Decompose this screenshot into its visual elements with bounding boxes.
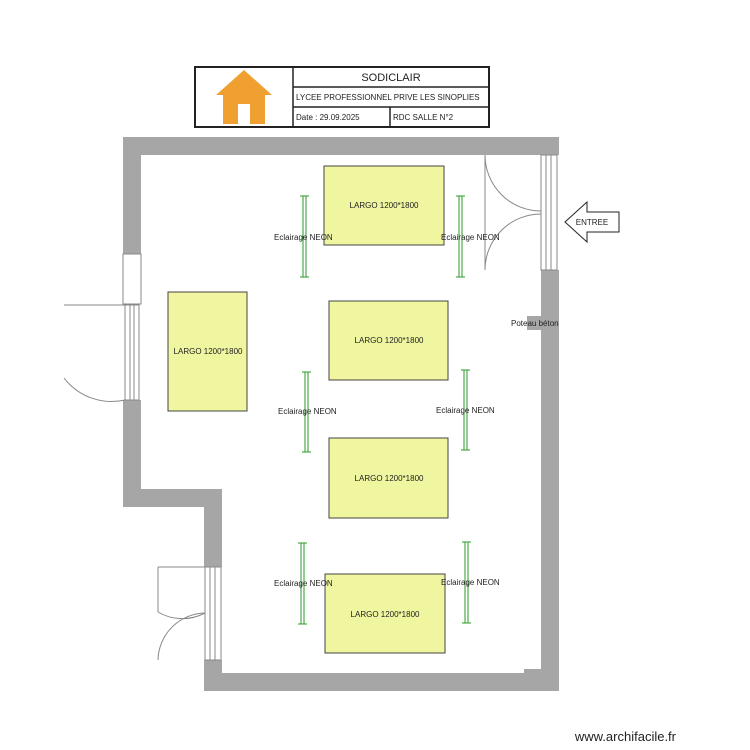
wall-left-upper	[123, 137, 141, 254]
post-label: Poteau béton	[511, 319, 559, 328]
neon-light	[298, 542, 307, 625]
company-name: SODICLAIR	[361, 72, 420, 84]
entrance-label: ENTREE	[576, 218, 608, 227]
watermark: www.archifacile.fr	[574, 729, 677, 744]
wall-top	[123, 137, 559, 155]
neon-light	[300, 195, 309, 278]
walls	[123, 137, 559, 691]
light-labels: Eclairage NEON Eclairage NEON Eclairage …	[274, 233, 500, 588]
table-label: LARGO 1200*1800	[355, 336, 424, 345]
neon-light	[462, 541, 471, 624]
light-label: Eclairage NEON	[278, 407, 337, 416]
door-bottom-left	[157, 566, 222, 661]
project-name: LYCEE PROFESSIONNEL PRIVE LES SINOPLIES	[296, 93, 480, 102]
table-label: LARGO 1200*1800	[355, 474, 424, 483]
light-label: Eclairage NEON	[274, 233, 333, 242]
table-label: LARGO 1200*1800	[351, 610, 420, 619]
wall-inner-left	[204, 489, 222, 567]
light-label: Eclairage NEON	[441, 578, 500, 587]
tables: LARGO 1200*1800 LARGO 1200*1800 LARGO 12…	[167, 165, 449, 654]
light-label: Eclairage NEON	[436, 406, 495, 415]
wall-right	[541, 270, 559, 691]
wall-step	[123, 489, 221, 507]
neon-light	[456, 195, 465, 278]
table-label: LARGO 1200*1800	[350, 201, 419, 210]
entrance-arrow-icon: ENTREE	[564, 200, 620, 244]
house-logo-icon	[216, 70, 272, 124]
window-left	[122, 253, 142, 305]
table: LARGO 1200*1800	[323, 165, 445, 246]
concrete-post	[527, 316, 545, 330]
wall-bottom	[204, 673, 559, 691]
light-label: Eclairage NEON	[441, 233, 500, 242]
neon-light	[302, 371, 311, 453]
light-label: Eclairage NEON	[274, 579, 333, 588]
table: LARGO 1200*1800	[328, 300, 449, 381]
lights	[298, 195, 471, 625]
table: LARGO 1200*1800	[328, 437, 449, 519]
room-name: RDC SALLE N°2	[393, 113, 454, 122]
door-left-upper	[63, 304, 140, 402]
table: LARGO 1200*1800	[167, 291, 248, 412]
wall-corner-detail	[524, 669, 542, 673]
plan-date: Date : 29.09.2025	[296, 113, 360, 122]
table: LARGO 1200*1800	[324, 573, 446, 654]
neon-light	[461, 369, 470, 451]
table-label: LARGO 1200*1800	[174, 347, 243, 356]
door-entrance	[484, 154, 558, 271]
title-block: SODICLAIR LYCEE PROFESSIONNEL PRIVE LES …	[194, 66, 490, 128]
wall-left-lower	[123, 400, 141, 507]
